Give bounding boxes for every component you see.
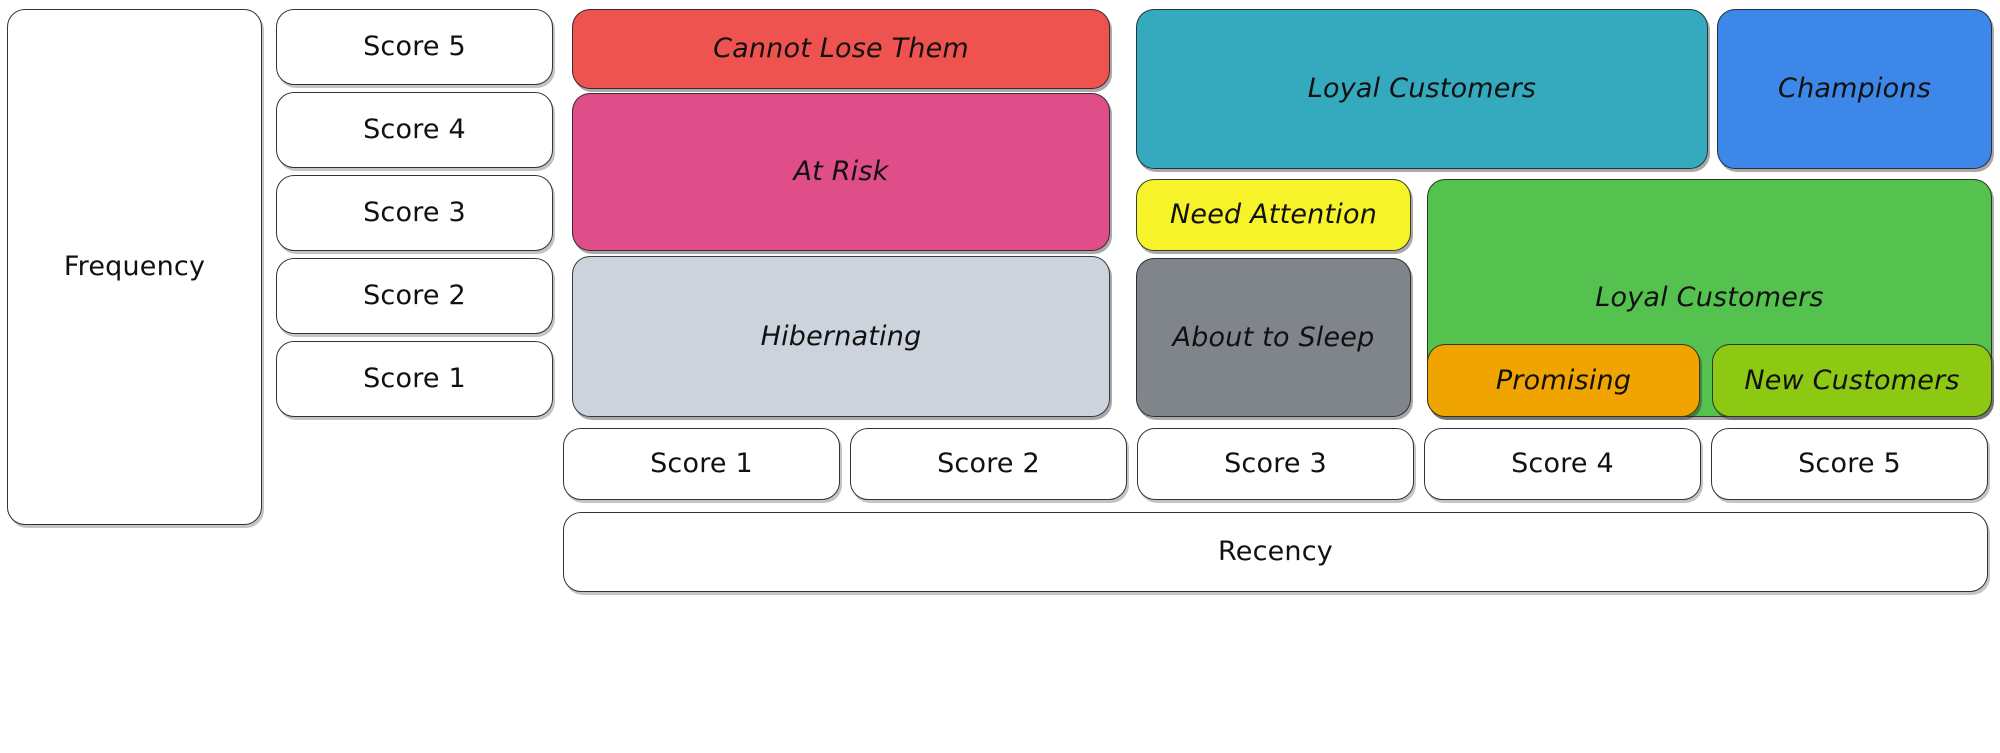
frequency-axis-label: Frequency [7, 9, 262, 525]
segment-cannot-lose-them-label: Cannot Lose Them [713, 33, 969, 65]
segment-about-to-sleep-label: About to Sleep [1172, 321, 1375, 353]
recency-score-2-label: Score 2 [937, 448, 1040, 480]
frequency-score-5[interactable]: Score 5 [276, 9, 553, 85]
frequency-axis-text: Frequency [63, 251, 206, 283]
segment-hibernating-label: Hibernating [760, 320, 922, 352]
frequency-score-4-label: Score 4 [363, 114, 466, 146]
frequency-score-2-label: Score 2 [363, 280, 466, 312]
segment-cannot-lose-them[interactable]: Cannot Lose Them [572, 9, 1110, 89]
segment-at-risk-label: At Risk [793, 156, 889, 188]
frequency-score-1-label: Score 1 [363, 363, 466, 395]
recency-score-5-label: Score 5 [1798, 448, 1901, 480]
frequency-score-1[interactable]: Score 1 [276, 341, 553, 417]
recency-score-4-label: Score 4 [1511, 448, 1614, 480]
segment-loyal-customers-teal-label: Loyal Customers [1307, 73, 1537, 105]
recency-score-3[interactable]: Score 3 [1137, 428, 1414, 500]
segment-need-attention-label: Need Attention [1169, 199, 1378, 231]
recency-score-1-label: Score 1 [650, 448, 753, 480]
recency-axis-label: Recency [563, 512, 1988, 592]
recency-score-2[interactable]: Score 2 [850, 428, 1127, 500]
segment-new-customers[interactable]: New Customers [1712, 344, 1992, 417]
segment-new-customers-label: New Customers [1744, 364, 1960, 396]
frequency-score-4[interactable]: Score 4 [276, 92, 553, 168]
segment-loyal-customers-teal[interactable]: Loyal Customers [1136, 9, 1708, 169]
recency-score-3-label: Score 3 [1224, 448, 1327, 480]
segment-champions-label: Champions [1778, 73, 1931, 105]
segment-about-to-sleep[interactable]: About to Sleep [1136, 258, 1411, 417]
recency-score-4[interactable]: Score 4 [1424, 428, 1701, 500]
frequency-score-5-label: Score 5 [363, 31, 466, 63]
frequency-score-2[interactable]: Score 2 [276, 258, 553, 334]
segment-champions[interactable]: Champions [1717, 9, 1992, 169]
segment-promising-label: Promising [1495, 364, 1632, 396]
segment-at-risk[interactable]: At Risk [572, 93, 1110, 251]
frequency-score-3[interactable]: Score 3 [276, 175, 553, 251]
recency-axis-text: Recency [1218, 536, 1333, 568]
segment-promising[interactable]: Promising [1427, 344, 1700, 417]
recency-score-5[interactable]: Score 5 [1711, 428, 1988, 500]
frequency-score-3-label: Score 3 [363, 197, 466, 229]
segment-hibernating[interactable]: Hibernating [572, 256, 1110, 417]
recency-score-1[interactable]: Score 1 [563, 428, 840, 500]
segment-need-attention[interactable]: Need Attention [1136, 179, 1411, 251]
segment-loyal-customers-green-label: Loyal Customers [1595, 282, 1824, 314]
